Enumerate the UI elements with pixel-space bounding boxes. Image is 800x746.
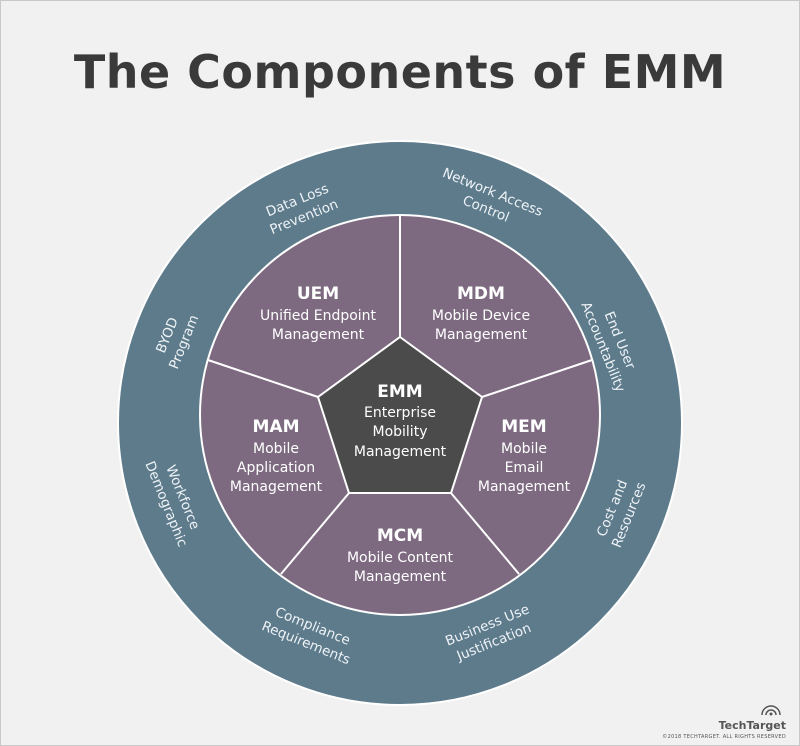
segment-uem-line1: Unified Endpoint [260,308,377,324]
segment-mdm-abbr: MDM [457,284,505,304]
segment-mam-line3: Management [230,479,323,495]
footer-copyright: ©2018 TECHTARGET. ALL RIGHTS RESERVED [662,734,786,740]
segment-mam-abbr: MAM [253,417,300,437]
segment-mem-line1: Mobile [501,441,547,457]
center-abbr: EMM [377,382,422,402]
center-line3: Management [354,444,447,460]
center-line2: Mobility [373,424,428,440]
center-line1: Enterprise [364,405,436,421]
segment-mem-abbr: MEM [501,417,546,437]
footer-brand: TechTarget [718,719,786,732]
segment-uem-abbr: UEM [297,284,339,304]
segment-dividers [207,215,593,575]
segment-mcm-line2: Management [354,569,447,585]
segment-mam-line1: Mobile [253,441,299,457]
footer: TechTarget ©2018 TECHTARGET. ALL RIGHTS … [662,719,786,740]
segment-mam-line2: Application [237,460,315,476]
segment-mdm-line1: Mobile Device [432,308,530,324]
techtarget-logo-icon [761,705,781,716]
diagram-title: The Components of EMM [73,45,727,99]
segment-uem-line2: Management [272,327,365,343]
segment-mcm-abbr: MCM [377,526,423,546]
segment-mcm-line1: Mobile Content [347,550,454,566]
segment-mem-line2: Email [505,460,544,476]
center-pentagon [316,335,484,494]
segment-mem-line3: Management [478,479,571,495]
segment-mdm-line2: Management [435,327,528,343]
